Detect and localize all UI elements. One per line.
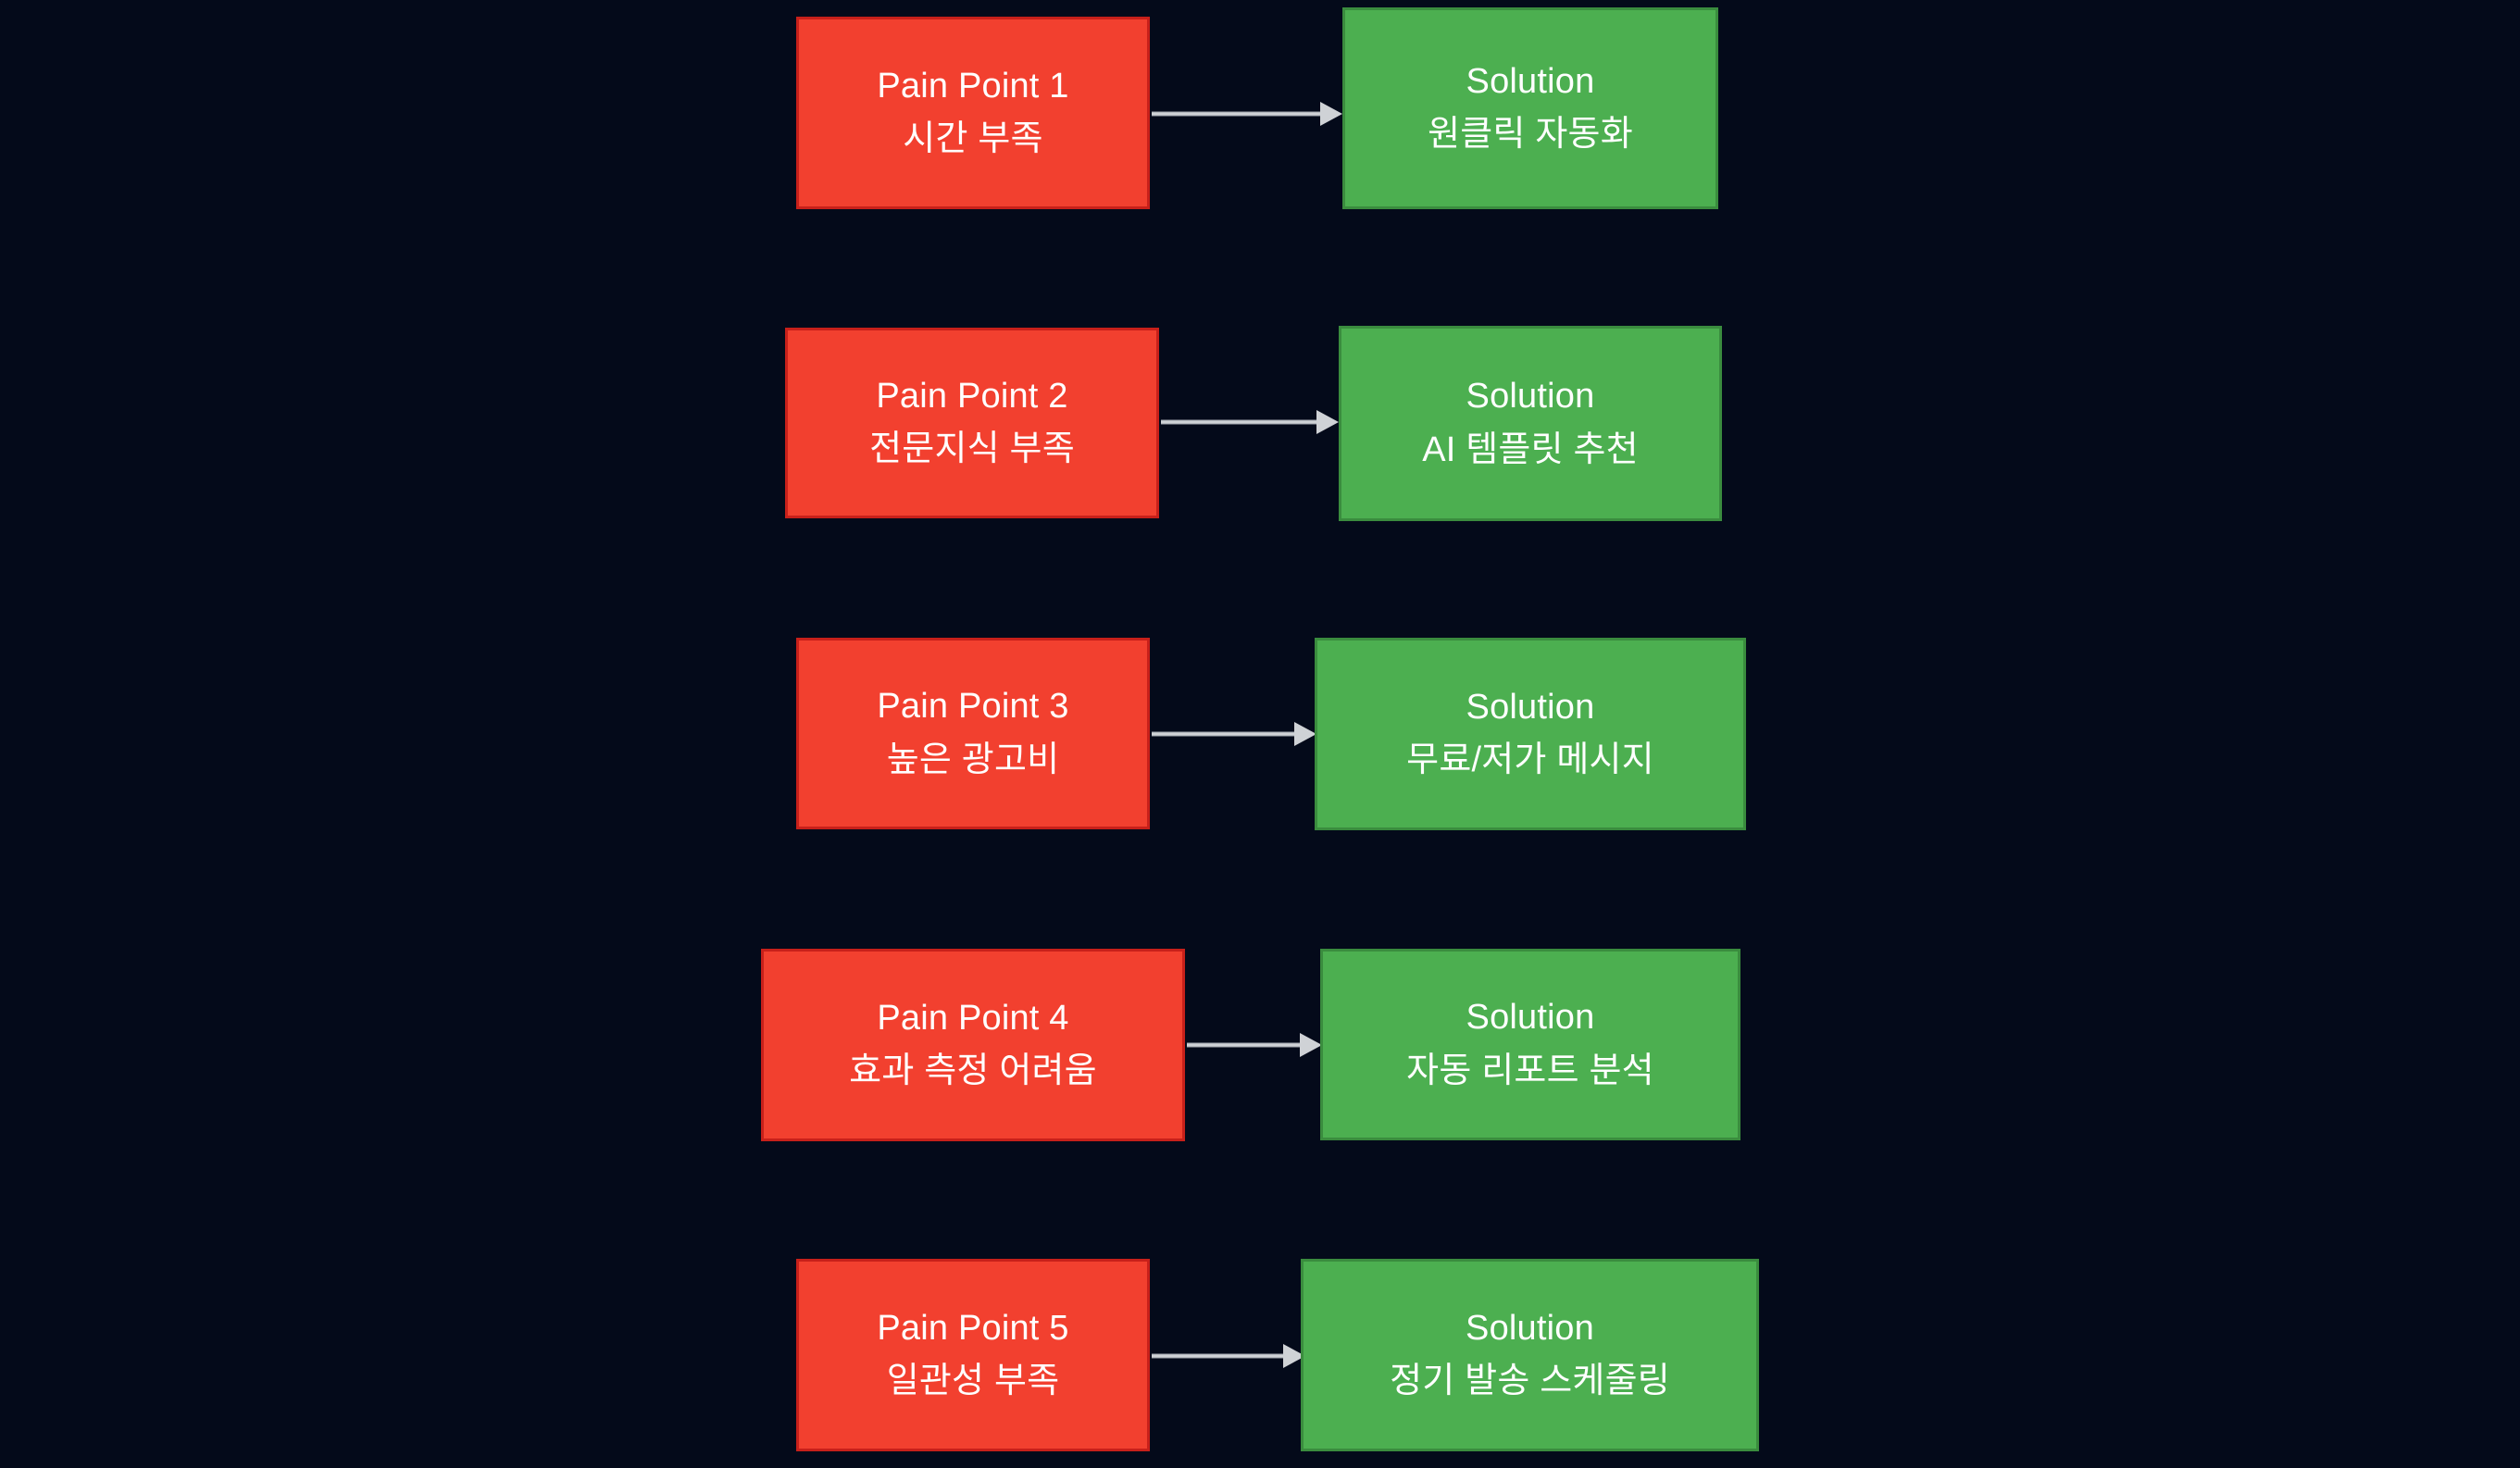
solution-detail: 원클릭 자동화 bbox=[1428, 115, 1633, 154]
solution-detail: 무료/저가 메시지 bbox=[1406, 740, 1654, 779]
pain-point-detail: 일관성 부족 bbox=[886, 1362, 1060, 1400]
arrow-shaft-icon bbox=[1187, 1042, 1300, 1048]
pain-point-detail: 높은 광고비 bbox=[886, 740, 1060, 779]
pain-point-detail: 시간 부족 bbox=[903, 119, 1043, 158]
solution-node-2[interactable]: Solution AI 템플릿 추천 bbox=[1339, 326, 1722, 521]
arrow-head-icon bbox=[1300, 1033, 1322, 1057]
solution-node-4[interactable]: Solution 자동 리포트 분석 bbox=[1320, 949, 1740, 1140]
solution-detail: 정기 발송 스케줄링 bbox=[1390, 1362, 1670, 1400]
arrow-shaft-icon bbox=[1152, 731, 1294, 737]
flow-row-4: Pain Point 4 효과 측정 어려움 Solution 자동 리포트 분… bbox=[0, 0, 2520, 1141]
solution-title: Solution bbox=[1466, 377, 1595, 417]
arrow-connector-5 bbox=[1152, 1344, 1305, 1368]
arrow-shaft-icon bbox=[1152, 1353, 1283, 1359]
pain-point-title: Pain Point 3 bbox=[877, 687, 1069, 727]
arrow-connector-4 bbox=[1187, 1033, 1322, 1057]
arrow-head-icon bbox=[1316, 410, 1339, 434]
arrow-connector-3 bbox=[1152, 722, 1316, 746]
pain-point-node-4[interactable]: Pain Point 4 효과 측정 어려움 bbox=[761, 949, 1185, 1141]
solution-detail: 자동 리포트 분석 bbox=[1406, 1051, 1654, 1090]
arrow-head-icon bbox=[1294, 722, 1316, 746]
flow-row-3: Pain Point 3 높은 광고비 Solution 무료/저가 메시지 bbox=[0, 0, 2520, 830]
arrow-shaft-icon bbox=[1152, 111, 1320, 117]
solution-node-3[interactable]: Solution 무료/저가 메시지 bbox=[1315, 638, 1746, 830]
solution-node-1[interactable]: Solution 원클릭 자동화 bbox=[1342, 7, 1718, 209]
solution-title: Solution bbox=[1466, 1308, 1594, 1348]
flow-row-2: Pain Point 2 전문지식 부족 Solution AI 템플릿 추천 bbox=[0, 0, 2520, 521]
pain-point-title: Pain Point 1 bbox=[877, 66, 1069, 106]
pain-point-node-1[interactable]: Pain Point 1 시간 부족 bbox=[796, 17, 1150, 209]
solution-title: Solution bbox=[1466, 687, 1595, 727]
pain-point-title: Pain Point 4 bbox=[877, 998, 1069, 1038]
flow-row-1: Pain Point 1 시간 부족 Solution 원클릭 자동화 bbox=[0, 0, 2520, 222]
pain-point-node-5[interactable]: Pain Point 5 일관성 부족 bbox=[796, 1259, 1150, 1451]
pain-point-detail: 효과 측정 어려움 bbox=[849, 1051, 1097, 1090]
arrow-connector-1 bbox=[1152, 102, 1342, 126]
arrow-shaft-icon bbox=[1161, 419, 1316, 425]
arrow-head-icon bbox=[1320, 102, 1342, 126]
arrow-connector-2 bbox=[1161, 410, 1339, 434]
solution-title: Solution bbox=[1466, 61, 1595, 101]
pain-point-title: Pain Point 5 bbox=[877, 1308, 1069, 1348]
solution-detail: AI 템플릿 추천 bbox=[1422, 429, 1639, 469]
solution-node-5[interactable]: Solution 정기 발송 스케줄링 bbox=[1301, 1259, 1759, 1451]
pain-point-title: Pain Point 2 bbox=[876, 376, 1068, 416]
pain-point-detail: 전문지식 부족 bbox=[869, 429, 1075, 468]
pain-point-node-3[interactable]: Pain Point 3 높은 광고비 bbox=[796, 638, 1150, 829]
solution-title: Solution bbox=[1466, 998, 1595, 1038]
pain-point-node-2[interactable]: Pain Point 2 전문지식 부족 bbox=[785, 328, 1159, 518]
